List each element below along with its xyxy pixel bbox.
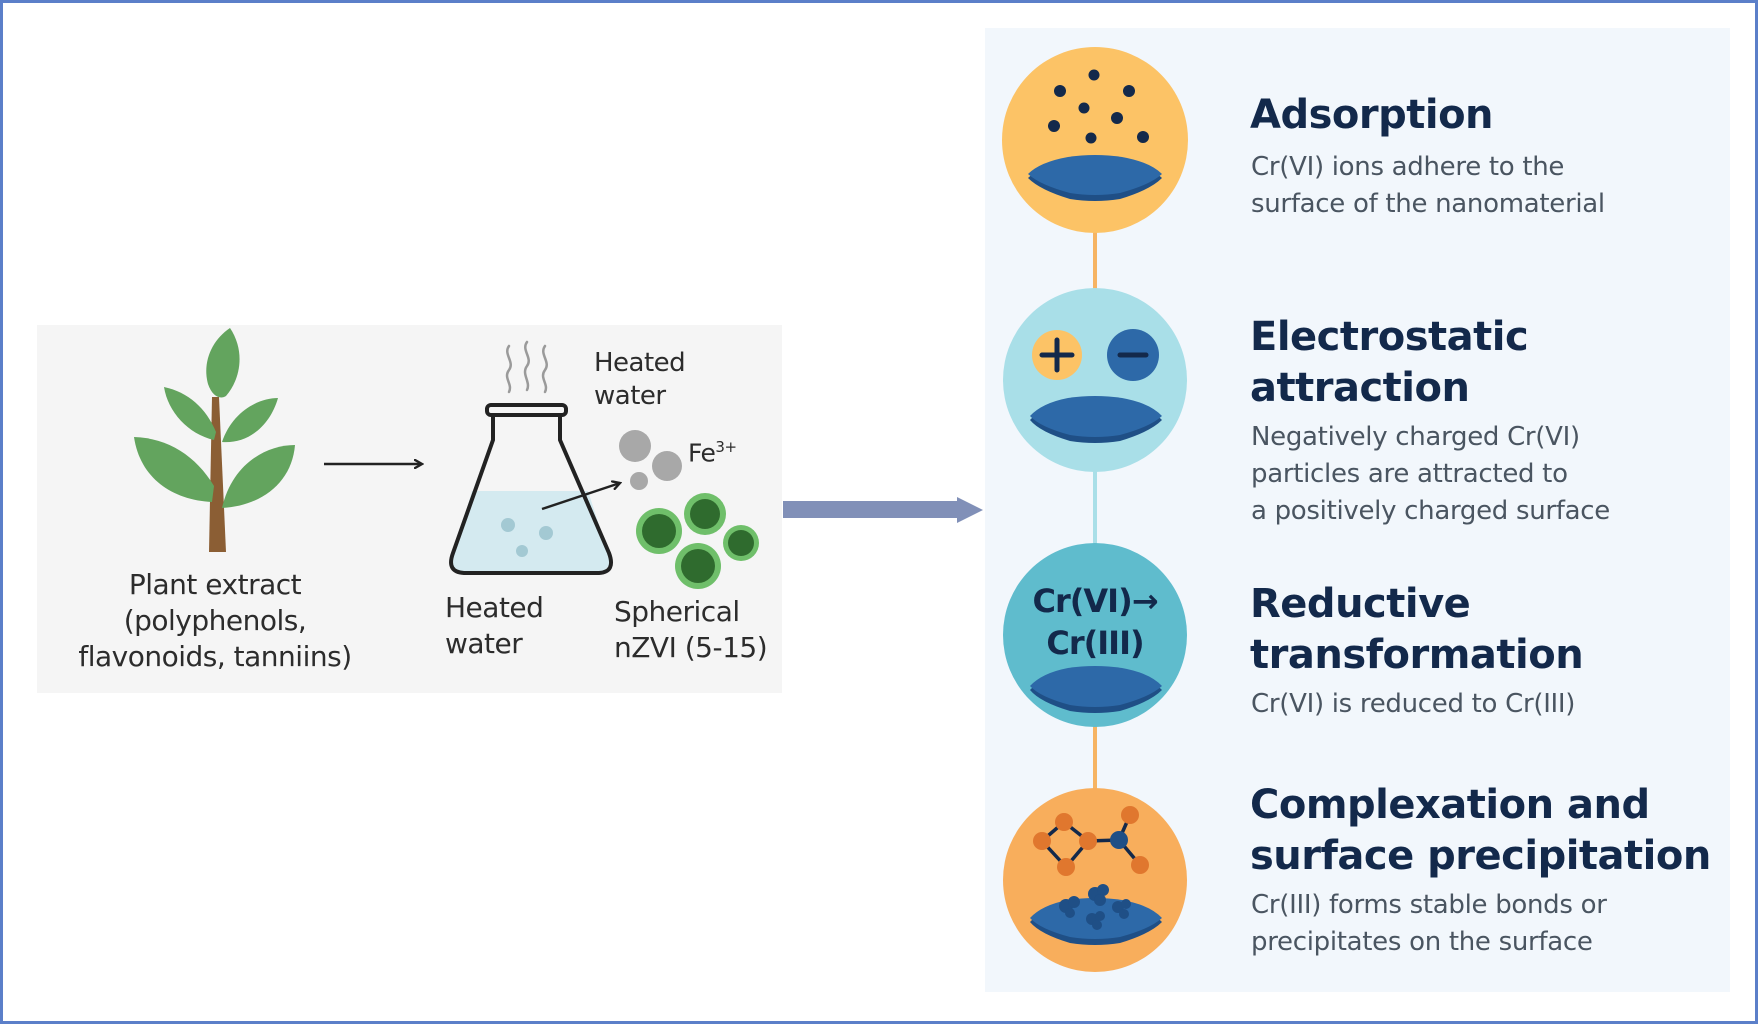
electrostatic-title: Electrostatic attraction	[1250, 312, 1529, 414]
arrow-flask-to-particles	[541, 483, 620, 511]
adsorption-icon	[1002, 47, 1188, 233]
electrostatic-desc-line-3: a positively charged surface	[1251, 496, 1610, 526]
nzvi-label-line-2: nZVI (5-15)	[614, 631, 768, 664]
complexation-title-line-1: Complexation and	[1250, 782, 1650, 828]
precipitate-clusters	[1059, 884, 1131, 930]
nzvi-label-line-1: Spherical	[614, 595, 740, 628]
nzvi-particles-icon	[636, 493, 759, 589]
flow-arrow	[783, 497, 983, 523]
plant-label-line-1: Plant extract	[128, 568, 302, 601]
plant-leaf-mid-left	[164, 387, 216, 440]
adsorption-desc-line-1: Cr(VI) ions adhere to the	[1251, 152, 1565, 182]
iron-charge: 3+	[715, 438, 737, 456]
complexation-desc-line-2: precipitates on the surface	[1251, 927, 1593, 957]
adsorption-title-line: Adsorption	[1250, 92, 1494, 138]
flask-bottom-label-line-1: Heated	[445, 591, 544, 624]
reductive-desc-line-1: Cr(VI) is reduced to Cr(III)	[1251, 689, 1576, 719]
complexation-desc-line-1: Cr(III) forms stable bonds or	[1251, 890, 1607, 920]
iron-symbol: Fe	[688, 438, 716, 468]
steam-icon	[505, 340, 548, 394]
plant-leaf-low-left	[134, 437, 214, 502]
flask-bottom-label-line-2: water	[445, 627, 523, 660]
adsorption-description: Cr(VI) ions adhere to the surface of the…	[1251, 149, 1605, 223]
complexation-icon	[1003, 788, 1187, 972]
plant-stem	[209, 397, 226, 552]
reduction-equation: Cr(VI)→ Cr(III)	[1020, 580, 1170, 664]
adsorption-title: Adsorption	[1250, 90, 1494, 141]
electrostatic-desc-line-2: particles are attracted to	[1251, 459, 1568, 489]
flask-bottom-label: Heated water	[445, 590, 544, 662]
flask-liquid	[452, 491, 610, 571]
flask-icon	[449, 403, 613, 575]
reductive-title-line-1: Reductive	[1250, 581, 1471, 627]
complexation-title: Complexation and surface precipitation	[1250, 780, 1711, 882]
reduction-equation-line-1: Cr(VI)→	[1032, 582, 1159, 620]
complexation-description: Cr(III) forms stable bonds or precipitat…	[1251, 887, 1607, 961]
iron-ion-label: Fe3+	[688, 429, 737, 471]
electrostatic-title-line-2: attraction	[1250, 365, 1470, 411]
iron-ions-icon	[619, 430, 682, 490]
nzvi-label: Spherical nZVI (5-15)	[614, 594, 768, 666]
reductive-icon	[1003, 543, 1187, 727]
reduction-equation-line-2: Cr(III)	[1046, 624, 1144, 662]
flask-top-label-line-2: water	[594, 381, 666, 411]
electrostatic-icon	[1003, 288, 1187, 472]
adsorption-desc-line-2: surface of the nanomaterial	[1251, 189, 1605, 219]
flask-top-label-line-1: Heated	[594, 348, 686, 378]
plant-label-line-3: flavonoids, tanniins)	[78, 640, 352, 673]
electrostatic-title-line-1: Electrostatic	[1250, 314, 1529, 360]
reductive-description: Cr(VI) is reduced to Cr(III)	[1251, 686, 1575, 723]
plant-leaf-mid-right	[222, 398, 278, 443]
reductive-title-line-2: transformation	[1250, 632, 1584, 678]
plant-leaf-top	[206, 328, 240, 398]
flask-top-label: Heated water	[594, 347, 686, 413]
electrostatic-desc-line-1: Negatively charged Cr(VI)	[1251, 422, 1580, 452]
plant-extract-label: Plant extract (polyphenols, flavonoids, …	[60, 567, 370, 675]
electrostatic-description: Negatively charged Cr(VI) particles are …	[1251, 419, 1610, 530]
complexation-title-line-2: surface precipitation	[1250, 833, 1711, 879]
plant-leaf-low-right	[222, 445, 295, 508]
plant-icon	[134, 328, 295, 552]
reductive-title: Reductive transformation	[1250, 579, 1584, 681]
plant-label-line-2: (polyphenols,	[123, 604, 307, 637]
